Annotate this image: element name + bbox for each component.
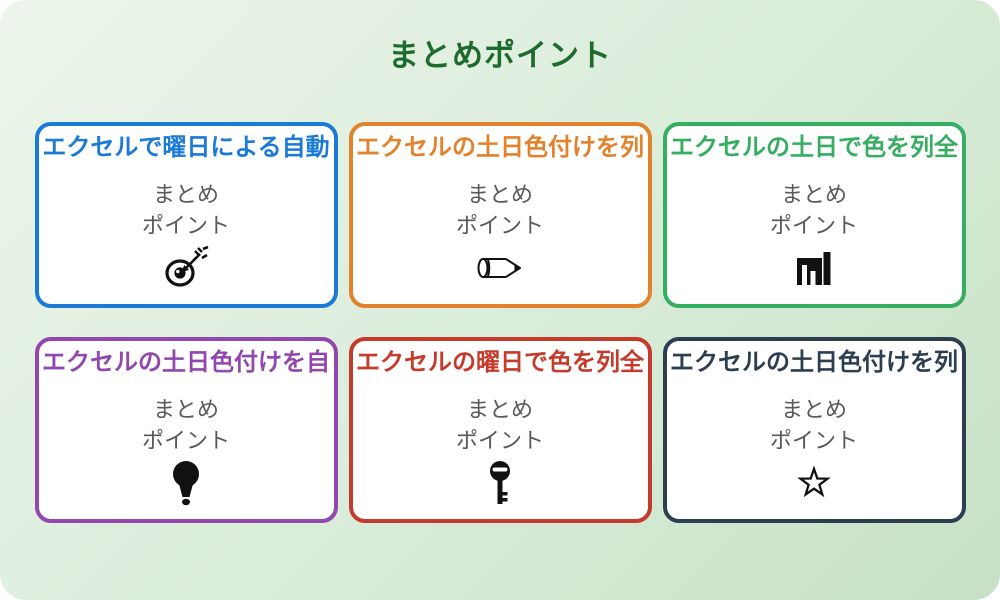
card-subtitle-line1: まとめ xyxy=(152,182,219,207)
card-subtitle-line1: まとめ xyxy=(466,397,533,422)
card-title: エクセルの土日色付けを自 xyxy=(42,349,330,376)
card-subtitle-line2: ポイント xyxy=(141,428,230,453)
target-arrow-icon xyxy=(163,245,209,291)
summary-card-1[interactable]: エクセルで曜日による自動 まとめ ポイント xyxy=(34,122,338,308)
summary-card-5[interactable]: エクセルの曜日で色を列全 まとめ ポイント xyxy=(348,337,652,523)
card-subtitle-line2: ポイント xyxy=(769,213,858,238)
card-subtitle-line2: ポイント xyxy=(455,213,544,238)
pencil-icon xyxy=(475,245,525,291)
card-grid: エクセルで曜日による自動 まとめ ポイント エクセルの土日色付けを列 xyxy=(0,122,1000,523)
key-icon xyxy=(488,460,512,506)
summary-card-2[interactable]: エクセルの土日色付けを列 まとめ ポイント xyxy=(348,122,652,308)
card-title: エクセルの土日で色を列全 xyxy=(670,134,958,161)
card-title: エクセルの曜日で色を列全 xyxy=(356,349,644,376)
summary-card-6[interactable]: エクセルの土日色付けを列 まとめ ポイント xyxy=(662,337,966,523)
card-title: エクセルで曜日による自動 xyxy=(42,134,330,161)
card-subtitle-line2: ポイント xyxy=(769,428,858,453)
card-title: エクセルの土日色付けを列 xyxy=(356,134,644,161)
card-subtitle-line2: ポイント xyxy=(455,428,544,453)
card-subtitle-line1: まとめ xyxy=(780,182,847,207)
page-title: まとめポイント xyxy=(388,38,612,73)
card-subtitle-line1: まとめ xyxy=(780,397,847,422)
star-icon xyxy=(797,460,831,506)
card-title: エクセルの土日色付けを列 xyxy=(670,349,958,376)
card-subtitle-line2: ポイント xyxy=(141,213,230,238)
card-subtitle-line1: まとめ xyxy=(152,397,219,422)
bar-chart-icon xyxy=(794,245,834,291)
lightbulb-icon xyxy=(172,460,200,506)
card-subtitle-line1: まとめ xyxy=(466,182,533,207)
summary-card-3[interactable]: エクセルの土日で色を列全 まとめ ポイント xyxy=(662,122,966,308)
summary-card-4[interactable]: エクセルの土日色付けを自 まとめ ポイント xyxy=(34,337,338,523)
